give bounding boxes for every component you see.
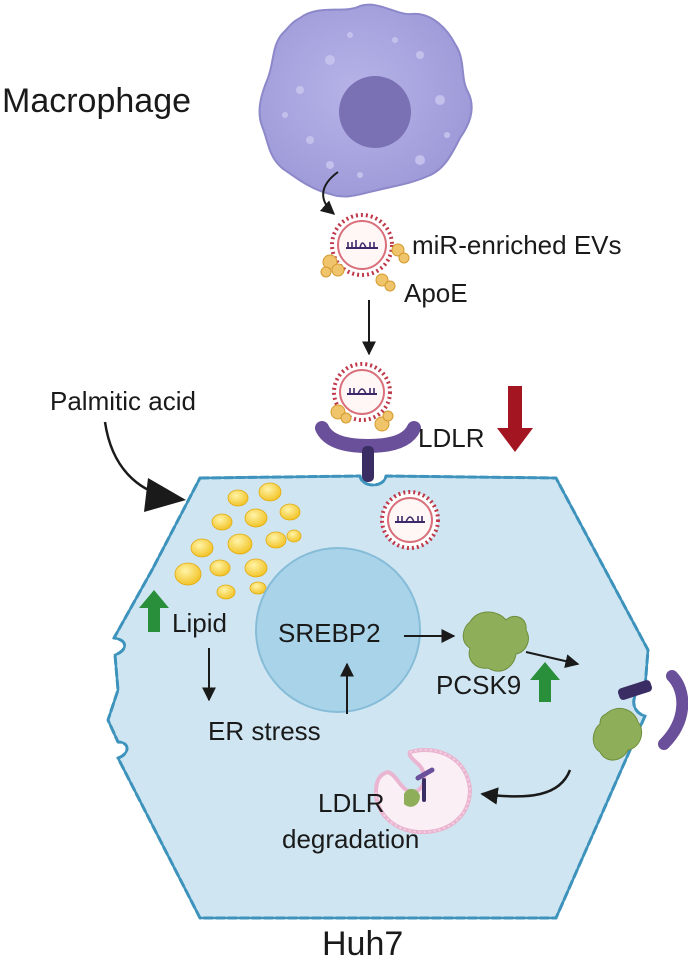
ldlr-receptor [315,421,421,482]
ev-vesicle-top [330,213,394,277]
apoe-protein-cluster [320,243,410,292]
ldlr-degradation-label-line2: degradation [282,824,419,854]
cell-name-label: Huh7 [322,925,403,963]
ev-vesicle-docked [332,362,392,422]
internalization-arrow [480,769,572,805]
er-stress-label: ER stress [208,716,321,746]
macrophage-label: Macrophage [2,82,191,120]
degraded-ldlr-fragment [415,767,435,781]
lipid-up-arrow-icon [139,590,169,632]
apoe-label: ApoE [404,278,468,308]
ev-vesicle-internalized [380,490,440,550]
secretion-arrow [319,171,339,215]
macrophage-cell [258,3,473,198]
ldlr-label: LDLR [418,423,484,453]
apoe-protein-docked [330,404,394,432]
ldlr-pcsk9-complex [592,670,688,761]
lipid-label: Lipid [172,608,227,638]
ldlr-degradation-label-line1: LDLR [318,788,384,818]
hepatocyte-cell-outline [106,474,650,920]
pcsk9-secretion-arrow [525,651,580,668]
palmitic-acid-label: Palmitic acid [50,386,196,416]
lysosome [373,748,473,835]
palmitic-acid-arrowhead-icon [144,478,186,512]
hepatocyte-nucleus [255,547,421,713]
degraded-pcsk9-fragment [404,788,420,807]
srebp2-label: SREBP2 [278,618,381,648]
evs-label: miR-enriched EVs [412,230,622,260]
pcsk9-protein [462,611,529,672]
pcsk9-label: PCSK9 [436,670,521,700]
macrophage-nucleus [339,76,411,148]
macrophage-granules [282,32,450,178]
pcsk9-up-arrow-icon [530,662,560,702]
ldlr-down-arrow-icon [497,386,533,452]
lipid-droplets [174,482,302,600]
